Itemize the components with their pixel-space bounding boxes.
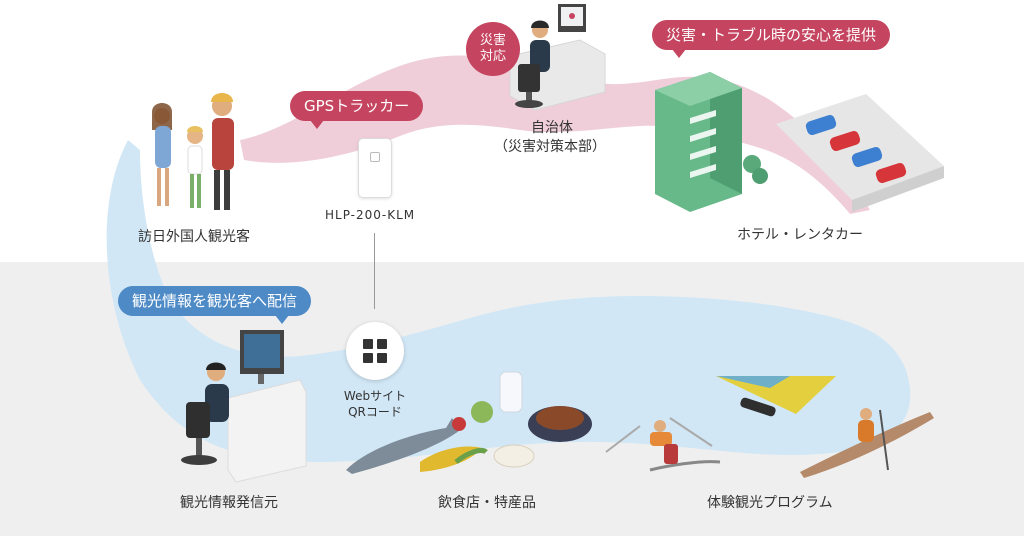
food-illustration [346, 371, 592, 474]
disaster-badge-line1: 災害 [479, 33, 506, 48]
blue-flow-ribbon [106, 140, 911, 462]
web-qr-line1: Webサイト [343, 389, 407, 403]
disaster-support-bubble: 災害・トラブル時の安心を提供 [652, 20, 891, 58]
tourists-illustration [152, 93, 234, 210]
info-source-illustration [181, 330, 307, 483]
disaster-response-badge: 災害 対応 [466, 22, 520, 76]
municipality-label: 自治体 [531, 120, 573, 136]
info-source-label: 観光情報発信元 [180, 495, 278, 511]
food-label: 飲食店・特産品 [438, 495, 536, 511]
qr-grid-icon [363, 339, 387, 363]
connector-line [374, 233, 375, 309]
tourism-info-bubble: 観光情報を観光客へ配信 [118, 286, 312, 324]
experience-illustration [605, 376, 934, 478]
parking-illustration [776, 94, 944, 212]
disaster-badge-line2: 対応 [479, 49, 506, 64]
hotel-rental-label: ホテル・レンタカー [737, 227, 863, 243]
qr-code-button[interactable] [346, 322, 404, 380]
device-model-label: HLP-200-KLM [325, 208, 416, 222]
experience-label: 体験観光プログラム [707, 495, 833, 511]
web-qr-line2: QRコード [348, 405, 402, 419]
municipality-illustration [509, 4, 606, 111]
gps-tracker-device [358, 138, 392, 198]
municipality-sub-label: （災害対策本部） [494, 139, 606, 155]
gps-tracker-bubble: GPSトラッカー [290, 91, 424, 129]
tourists-label: 訪日外国人観光客 [138, 229, 250, 245]
hotel-illustration [655, 72, 768, 212]
